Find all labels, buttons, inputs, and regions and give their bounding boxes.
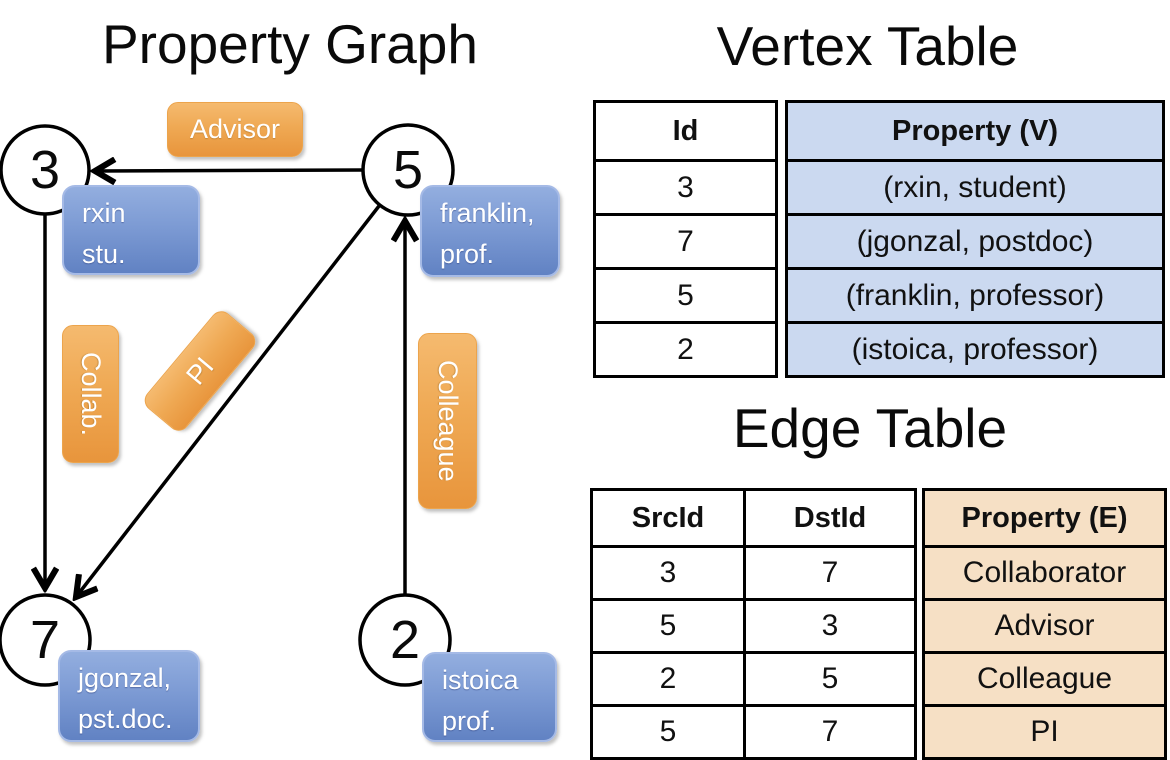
vertex-box-7: jgonzal, pst.doc. — [58, 650, 200, 742]
vertex-box-2-line2: prof. — [442, 706, 497, 736]
edge-table-src-dst-columns: SrcId 3 5 2 5 DstId 7 3 5 7 — [590, 488, 917, 760]
vertex-box-2-line1: istoica — [442, 665, 519, 695]
edge-table-dstid-header: DstId — [793, 501, 867, 534]
vertex-table-id-cell: 5 — [596, 267, 775, 321]
edge-5-to-7 — [76, 204, 381, 597]
edge-label-advisor: Advisor — [167, 102, 303, 157]
vertex-table-id-cell: 3 — [596, 159, 775, 213]
edge-label-collab-text: Collab. — [76, 351, 106, 437]
edge-table-srcid-cell: 5 — [593, 704, 743, 757]
node-3-id: 3 — [29, 140, 61, 200]
edge-table-srcid-column: SrcId 3 5 2 5 — [593, 491, 743, 757]
vertex-table-property-cell: (rxin, student) — [788, 159, 1162, 213]
vertex-table-property-cell: (jgonzal, postdoc) — [788, 213, 1162, 267]
edge-table-dstid-cell: 3 — [746, 598, 914, 651]
vertex-box-7-line2: pst.doc. — [78, 704, 173, 734]
vertex-table-title: Vertex Table — [716, 15, 1019, 77]
edge-table-srcid-cell: 2 — [593, 651, 743, 704]
edge-table-property-header: Property (E) — [925, 491, 1164, 545]
edge-label-colleague: Colleague — [418, 333, 477, 509]
vertex-box-7-line1: jgonzal, — [78, 663, 172, 693]
edge-label-colleague-text: Colleague — [433, 360, 463, 482]
edge-label-collab: Collab. — [62, 325, 119, 463]
edge-table-dstid-cell: 5 — [746, 651, 914, 704]
edge-table-property-cell: Advisor — [925, 598, 1164, 651]
edge-label-advisor-text: Advisor — [189, 114, 281, 144]
edge-5-to-3 — [95, 170, 364, 171]
vertex-table-property-cell: (franklin, professor) — [788, 267, 1162, 321]
edge-table-dstid-cell: 7 — [746, 704, 914, 757]
vertex-table-id-cell: 2 — [596, 321, 775, 375]
edge-table-property-cell: Colleague — [925, 651, 1164, 704]
vertex-box-3-line2: stu. — [82, 239, 126, 269]
vertex-table-id-cell: 7 — [596, 213, 775, 267]
node-7-id: 7 — [29, 610, 61, 670]
edge-table-property-cell: PI — [925, 704, 1164, 757]
vertex-table-id-header: Id — [672, 114, 699, 147]
edge-table-title: Edge Table — [732, 397, 1008, 459]
edge-table-property-column: Property (E) Collaborator Advisor Collea… — [922, 488, 1167, 760]
vertex-table-property-header: Property (V) — [788, 103, 1162, 159]
vertex-box-5-line2: prof. — [440, 239, 495, 269]
edge-table-property-cell: Collaborator — [925, 545, 1164, 598]
vertex-box-5: franklin, prof. — [420, 185, 560, 277]
edge-table-srcid-cell: 5 — [593, 598, 743, 651]
edge-table-srcid-header: SrcId — [631, 501, 705, 534]
graph-canvas — [0, 123, 455, 687]
edge-table-dstid-column: DstId 7 3 5 7 — [743, 491, 914, 757]
edge-label-pi-text: PI — [179, 351, 220, 391]
edge-table-srcid-cell: 3 — [593, 545, 743, 598]
vertex-table-property-column: Property (V) (rxin, student) (jgonzal, p… — [785, 100, 1165, 378]
property-graph-title: Property Graph — [101, 13, 478, 75]
vertex-table-property-cell: (istoica, professor) — [788, 321, 1162, 375]
node-5-id: 5 — [392, 140, 424, 200]
vertex-box-5-line1: franklin, — [440, 198, 535, 228]
vertex-box-3: rxin stu. — [62, 185, 200, 275]
vertex-box-2: istoica prof. — [422, 652, 557, 742]
vertex-table-id-column: Id 3 7 5 2 — [593, 100, 778, 378]
node-2-id: 2 — [389, 610, 421, 670]
edge-table-dstid-cell: 7 — [746, 545, 914, 598]
vertex-box-3-line1: rxin — [82, 198, 126, 228]
